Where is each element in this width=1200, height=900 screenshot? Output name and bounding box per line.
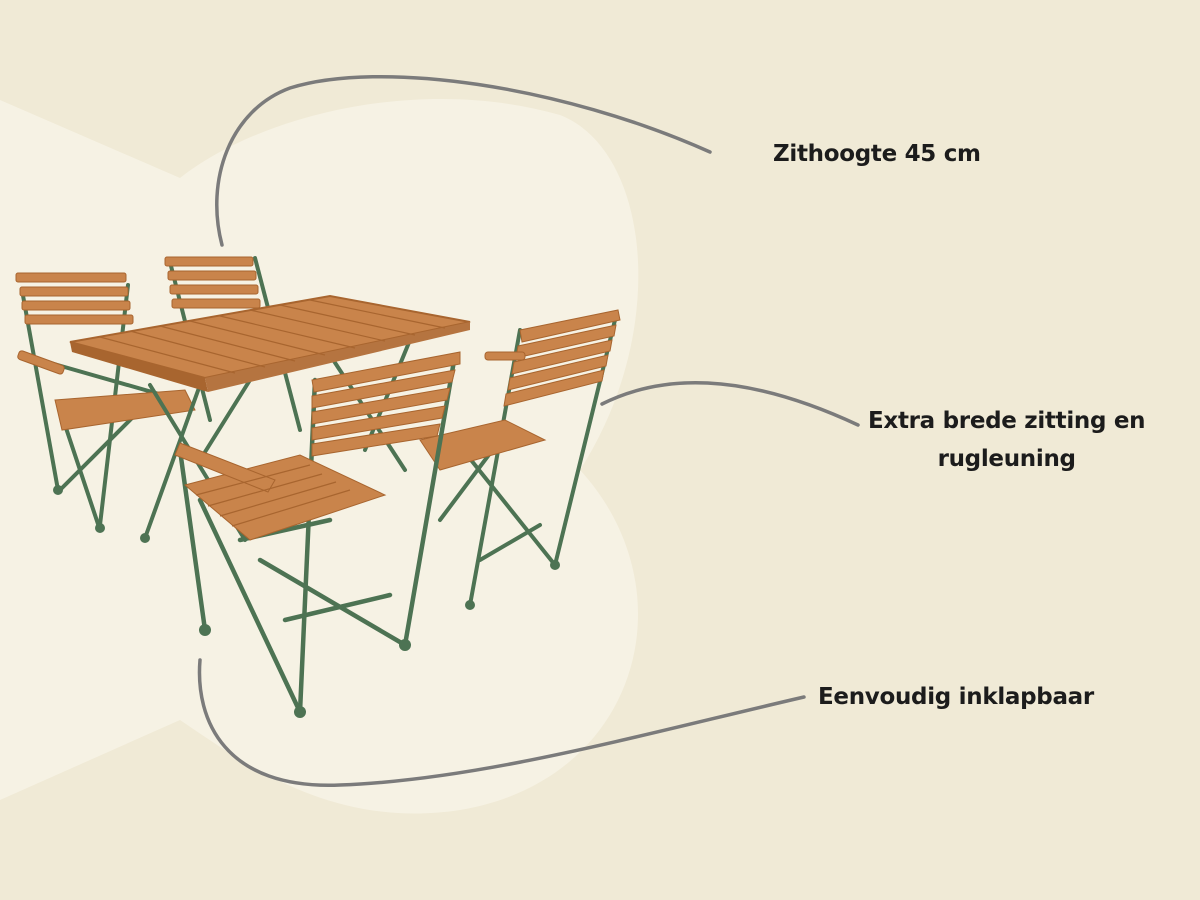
folding-table (69, 294, 471, 542)
garden-table-and-chairs-set-icon (15, 256, 621, 718)
front-chair (174, 351, 461, 718)
callout-seat-height-text: Zithoogte 45 cm (773, 141, 981, 167)
front-right-chair (419, 309, 621, 610)
background-blob (0, 98, 639, 814)
callout-line-wide-seat (600, 381, 860, 427)
callout-wide-seat-line-2: rugleuning (937, 446, 1076, 472)
callout-foldable-text: Eenvoudig inklapbaar (818, 684, 1094, 710)
back-left-chair (15, 272, 196, 532)
callout-wide-seat-line-1: Extra brede zitting en (868, 408, 1146, 434)
callout-line-seat-height (215, 74, 712, 247)
callout-seat-height: Zithoogte 45 cm (773, 135, 981, 173)
callout-foldable: Eenvoudig inklapbaar (818, 678, 1094, 716)
back-middle-chair (164, 256, 302, 462)
callout-line-foldable (197, 658, 806, 787)
callout-wide-seat: Extra brede zitting en rugleuning (868, 402, 1146, 478)
